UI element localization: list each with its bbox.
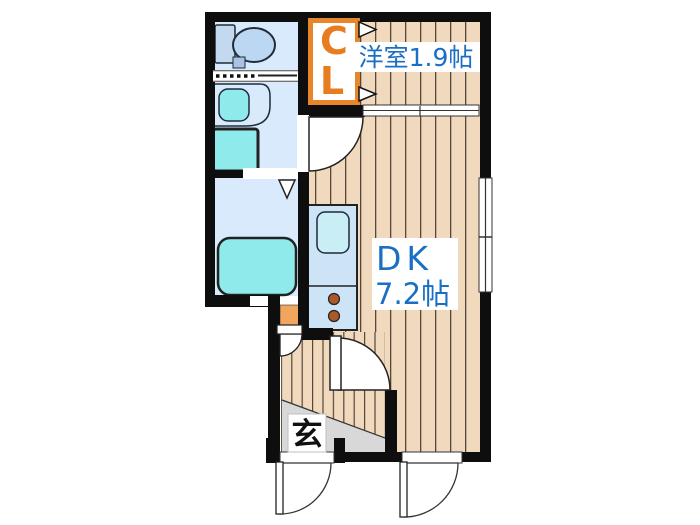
wall-left <box>205 12 215 307</box>
western-room-label: 洋室1.9帖 <box>359 43 474 72</box>
closet-label-c: C <box>320 19 348 63</box>
closet: C L <box>308 18 378 105</box>
washroom-door-opening <box>297 116 310 171</box>
entrance-label-bg <box>287 413 327 453</box>
washroom-door-swing <box>308 116 364 172</box>
closet-folddoor-icon <box>358 85 378 103</box>
wall-westernroom-bottom <box>309 105 365 117</box>
dk-label-bg <box>372 238 458 310</box>
toilet-fixture <box>214 24 276 69</box>
second-door-swing <box>403 462 459 518</box>
wall-bottom-block-left <box>266 438 280 463</box>
room-labels: 洋室1.9帖 DK 7.2帖 玄 <box>287 42 480 453</box>
bath-folddoor-icon <box>277 179 297 200</box>
wall-genkan-right <box>385 390 397 462</box>
entrance-door-leaf <box>275 461 284 515</box>
closet-folddoor-icon <box>358 20 378 39</box>
stove-burner-icon <box>327 309 341 323</box>
washroom-fixtures <box>211 83 271 173</box>
wall-washbath-divider <box>213 170 243 178</box>
second-threshold <box>401 451 463 464</box>
door-swings <box>275 116 459 518</box>
dk-window <box>478 177 493 293</box>
entrance-label: 玄 <box>292 417 323 453</box>
toilet-bowl <box>232 27 276 63</box>
wall-bottom-block-mid <box>334 438 345 463</box>
bath-wall-opening <box>250 296 268 306</box>
wall-hall-left <box>268 295 280 463</box>
washer-pan <box>211 127 260 173</box>
toilet-seat-hinge <box>232 56 246 69</box>
hall-dk-door-swing <box>337 337 391 391</box>
wall-center-upper <box>298 12 309 115</box>
wall-center-lower <box>298 172 309 328</box>
entrance-threshold <box>279 451 335 464</box>
entrance-door-swing <box>279 462 332 515</box>
dk-size-label: 7.2帖 <box>375 277 450 311</box>
closet-label-l: L <box>320 59 344 103</box>
hall-dk-door-leaf <box>329 335 342 391</box>
bath-door-opening <box>243 168 298 179</box>
kitchen-unit <box>306 204 358 331</box>
toilet-tank <box>214 24 236 64</box>
second-door-leaf <box>399 461 408 518</box>
stove-burner-icon <box>327 292 341 306</box>
toilet-divider <box>213 70 298 82</box>
wall-bottom-right <box>462 452 491 462</box>
dk-label: DK <box>376 239 433 278</box>
kitchen-sink <box>316 211 350 254</box>
wall-top <box>205 12 491 22</box>
western-room-label-bg <box>352 42 480 72</box>
small-door-leaf <box>276 324 303 335</box>
toilet-divider-strip <box>213 70 298 82</box>
sliding-door <box>362 104 480 117</box>
genkan-step-line <box>281 399 386 439</box>
wall-kitchen-stub <box>298 328 333 340</box>
sink-bowl <box>218 88 250 122</box>
wall-bottom-center <box>345 452 403 462</box>
bathtub <box>216 236 298 297</box>
small-door-swing <box>279 333 303 357</box>
